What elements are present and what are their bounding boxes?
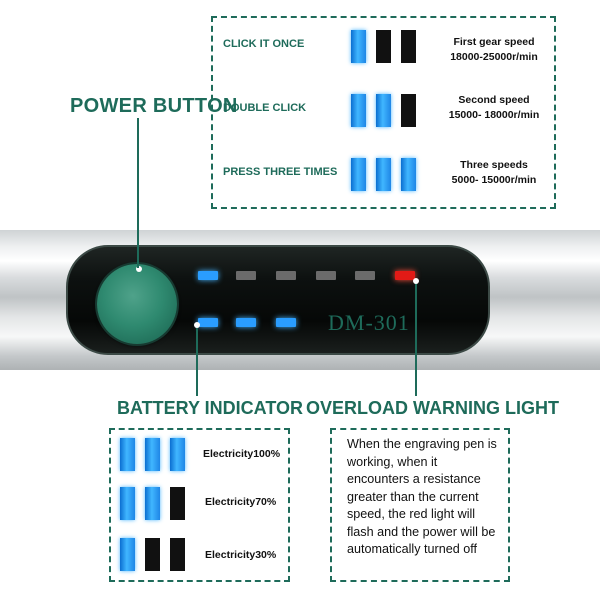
- power-button[interactable]: [97, 264, 177, 344]
- gear-cell-1-3: [401, 30, 416, 63]
- model-label: DM-301: [328, 310, 410, 335]
- battery-cell-2-2: [145, 487, 160, 520]
- battery-indicator-label: BATTERY INDICATOR: [117, 398, 304, 418]
- gear-cell-1-2: [376, 30, 391, 63]
- battery-cell-2-1: [120, 487, 135, 520]
- battery-label-3: Electricity30%: [205, 549, 277, 561]
- gear-desc-2-line1: Second speed: [458, 94, 530, 106]
- gear-cell-3-3: [401, 158, 416, 191]
- battery-led-1: [198, 318, 218, 327]
- gear-desc-2-line2: 15000- 18000r/min: [448, 109, 540, 121]
- top-led-4: [316, 271, 336, 280]
- overload-pointer-line: [415, 282, 417, 396]
- gear-cell-2-2: [376, 94, 391, 127]
- battery-label-1: Electricity100%: [203, 448, 281, 460]
- top-led-3: [276, 271, 296, 280]
- gear-mode-box: [211, 16, 556, 209]
- battery-cell-2-3: [170, 487, 185, 520]
- overload-description: When the engraving pen is working, when …: [347, 437, 497, 556]
- battery-cell-3-1: [120, 538, 135, 571]
- power-button-pointer: [136, 266, 142, 272]
- battery-led-3: [276, 318, 296, 327]
- gear-cell-2-3: [401, 94, 416, 127]
- gear-desc-1-line2: 18000-25000r/min: [450, 51, 538, 63]
- top-led-5: [355, 271, 375, 280]
- battery-cell-1-3: [170, 438, 185, 471]
- power-pointer-line: [137, 118, 139, 268]
- battery-pointer-dot: [194, 322, 200, 328]
- gear-desc-3-line1: Three speeds: [460, 159, 528, 171]
- battery-cell-1-2: [145, 438, 160, 471]
- gear-cell-2-1: [351, 94, 366, 127]
- gear-label-2: DOUBLE CLICK: [223, 102, 307, 114]
- gear-label-1: CLICK IT ONCE: [223, 38, 305, 50]
- battery-box: [109, 428, 290, 582]
- overload-warning-label: OVERLOAD WARNING LIGHT: [306, 398, 559, 418]
- battery-label-2: Electricity70%: [205, 496, 277, 508]
- top-led-6: [395, 271, 415, 280]
- top-led-1: [198, 271, 218, 280]
- gear-desc-3-line2: 5000- 15000r/min: [451, 174, 537, 186]
- gear-cell-1-1: [351, 30, 366, 63]
- battery-cell-3-2: [145, 538, 160, 571]
- gear-cell-3-1: [351, 158, 366, 191]
- battery-pointer-line: [196, 326, 198, 396]
- battery-cell-1-1: [120, 438, 135, 471]
- top-led-2: [236, 271, 256, 280]
- gear-label-3: PRESS THREE TIMES: [223, 166, 338, 178]
- gear-desc-1-line1: First gear speed: [453, 36, 535, 48]
- power-button-label: POWER BUTTON: [70, 95, 238, 117]
- battery-led-2: [236, 318, 256, 327]
- gear-cell-3-2: [376, 158, 391, 191]
- overload-box: [330, 428, 510, 582]
- overload-pointer-dot: [413, 278, 419, 284]
- battery-cell-3-3: [170, 538, 185, 571]
